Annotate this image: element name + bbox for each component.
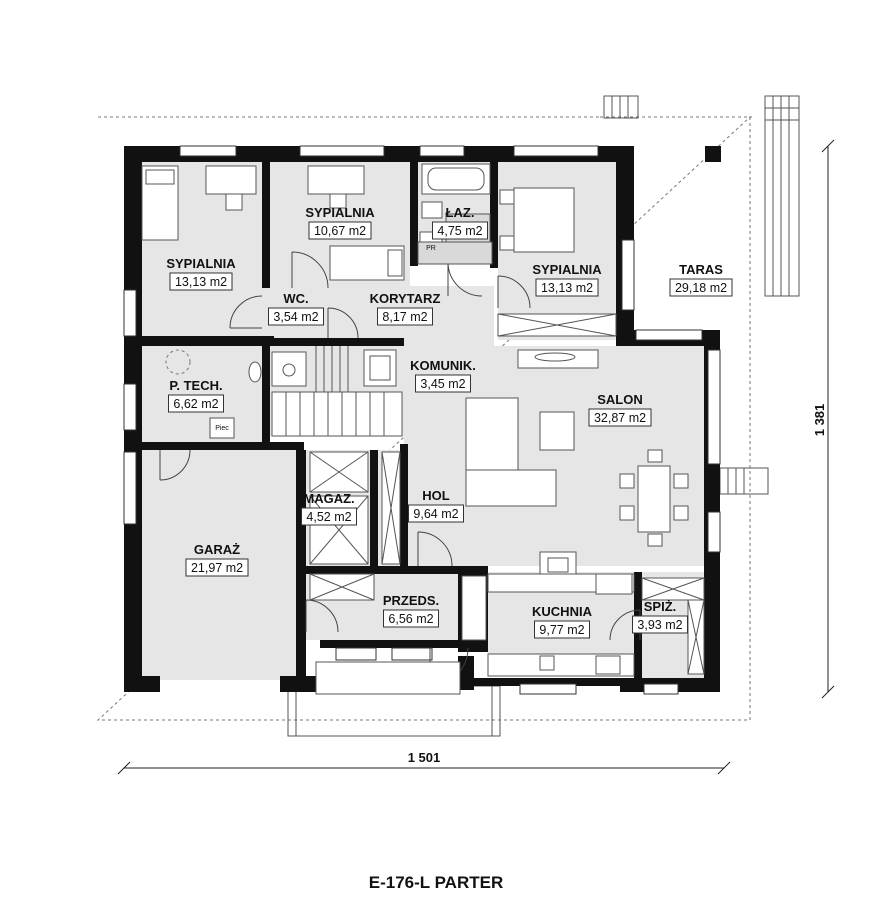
room-label-corridor: KORYTARZ 8,17 m2 (370, 291, 441, 326)
area-box (535, 278, 599, 297)
room-area: 9,77 m2 (539, 623, 584, 637)
room-name: SYPIALNIA (166, 256, 236, 271)
terrace-steps (287, 95, 800, 737)
room-label-storage: MAGAZ. 4,52 m2 (301, 491, 357, 526)
room-name: P. TECH. (169, 378, 222, 393)
room-name: GARAŻ (194, 542, 240, 557)
room-label-vestibule: PRZEDS. 6,56 m2 (383, 593, 439, 628)
area-box (169, 272, 233, 291)
room-name: MAGAZ. (303, 491, 354, 506)
room-area: 3,54 m2 (273, 310, 318, 324)
furniture (141, 163, 705, 695)
room-label-bathroom: ŁAZ. 4,75 m2 (432, 205, 488, 240)
room-area: 13,13 m2 (175, 275, 227, 289)
room-name: SYPIALNIA (305, 205, 375, 220)
windows (123, 145, 721, 695)
width-label: 1 501 (408, 750, 441, 765)
room-area: 10,67 m2 (314, 224, 366, 238)
room-name: HOL (422, 488, 450, 503)
room-name: SPIŻ. (644, 599, 677, 614)
laundry-label: PR (426, 245, 436, 252)
area-box (268, 307, 324, 326)
dimension-height: 1 381 (812, 139, 835, 699)
area-box (415, 374, 471, 393)
room-label-kitchen: KUCHNIA 9,77 m2 (532, 604, 593, 639)
room-area: 3,93 m2 (637, 618, 682, 632)
area-box (377, 307, 433, 326)
room-area: 4,75 m2 (437, 224, 482, 238)
area-box (168, 394, 224, 413)
dimension-width: 1 501 (117, 750, 731, 775)
area-box (185, 558, 249, 577)
room-area: 21,97 m2 (191, 561, 243, 575)
area-box (534, 620, 590, 639)
room-area: 32,87 m2 (594, 411, 646, 425)
room-label-pantry: SPIŻ. 3,93 m2 (632, 599, 688, 634)
room-label-bedroom-1: SYPIALNIA 13,13 m2 (166, 256, 236, 291)
room-name: SYPIALNIA (532, 262, 602, 277)
area-box (669, 278, 733, 297)
room-area: 4,52 m2 (306, 510, 351, 524)
room-label-technical: P. TECH. 6,62 m2 (168, 378, 224, 413)
room-name: WC. (283, 291, 308, 306)
room-name: KORYTARZ (370, 291, 441, 306)
room-label-terrace: TARAS 29,18 m2 (669, 262, 733, 297)
room-name: KOMUNIK. (410, 358, 476, 373)
area-box (308, 221, 372, 240)
room-area: 6,62 m2 (173, 397, 218, 411)
room-labels: SYPIALNIA 13,13 m2 SYPIALNIA 10,67 m2 ŁAZ. 4,… (166, 205, 733, 639)
plan-title: E-176-L PARTER (369, 873, 503, 892)
room-area: 9,64 m2 (413, 507, 458, 521)
boiler-label: Piec (215, 425, 229, 432)
room-area: 6,56 m2 (388, 612, 433, 626)
room-area: 13,13 m2 (541, 281, 593, 295)
area-box (588, 408, 652, 427)
room-label-hall: HOL 9,64 m2 (408, 488, 464, 523)
room-name: SALON (597, 392, 643, 407)
room-label-living-room: SALON 32,87 m2 (588, 392, 652, 427)
terrace-post (705, 146, 721, 162)
room-label-bedroom-3: SYPIALNIA 13,13 m2 (532, 262, 602, 297)
room-area: 8,17 m2 (382, 310, 427, 324)
room-area: 29,18 m2 (675, 281, 727, 295)
room-name: TARAS (679, 262, 723, 277)
room-label-communication: KOMUNIK. 3,45 m2 (410, 358, 476, 393)
room-label-wc: WC. 3,54 m2 (268, 291, 324, 326)
room-name: PRZEDS. (383, 593, 439, 608)
room-label-bedroom-2: SYPIALNIA 10,67 m2 (305, 205, 375, 240)
room-area: 3,45 m2 (420, 377, 465, 391)
room-name: KUCHNIA (532, 604, 593, 619)
area-box (383, 609, 439, 628)
area-box (301, 507, 357, 526)
height-label: 1 381 (812, 404, 827, 437)
area-box (632, 615, 688, 634)
room-name: ŁAZ. (446, 205, 475, 220)
area-box (432, 221, 488, 240)
area-box (408, 504, 464, 523)
room-label-garage: GARAŻ 21,97 m2 (185, 542, 249, 577)
